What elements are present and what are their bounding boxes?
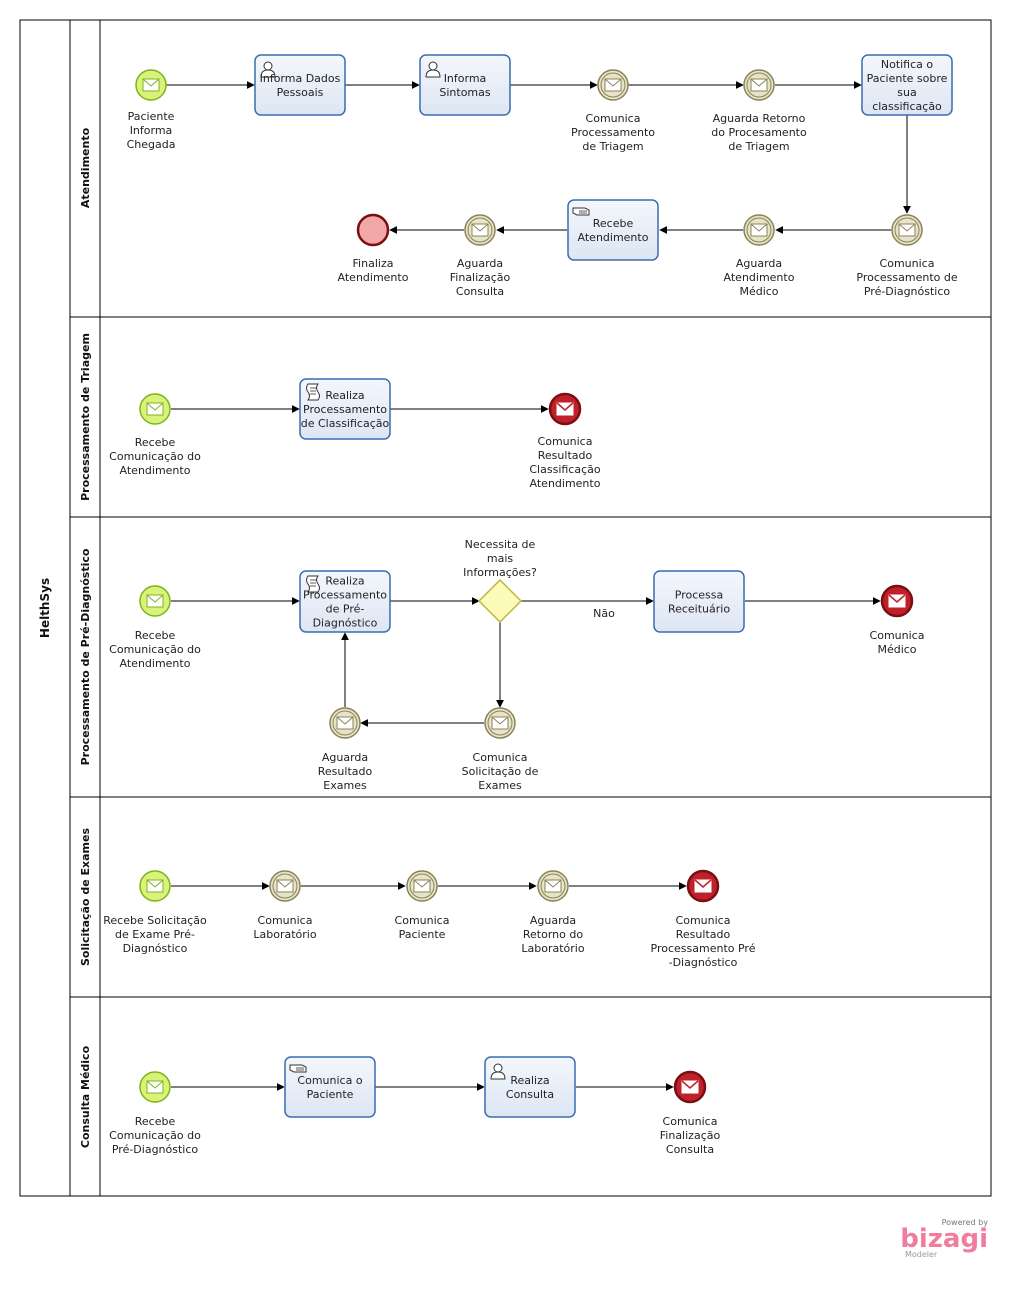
script-task-icon <box>306 383 320 401</box>
bizagi-logo: Powered by bizagi Modeler <box>900 1218 988 1259</box>
lane-atendimento-label: Atendimento <box>79 127 92 208</box>
lanes: Atendimento Processamento de Triagem Pro… <box>70 127 991 1148</box>
user-task-icon <box>425 61 441 78</box>
lane-triagem-label: Processamento de Triagem <box>79 333 92 501</box>
flow-label-nao: Não <box>593 607 615 620</box>
lane-exames-label: Solicitação de Exames <box>79 828 92 966</box>
pool: HelthSys <box>19 19 992 1197</box>
lane-consulta-label: Consulta Médico <box>79 1045 92 1148</box>
branding-name: bizagi <box>900 1224 988 1254</box>
lane-prediagnostico-label: Processamento de Pré-Diagnóstico <box>79 548 92 765</box>
script-task-icon <box>306 575 320 593</box>
manual-task-icon <box>572 207 590 216</box>
branding-product: Modeler <box>905 1250 938 1259</box>
manual-task-icon <box>289 1064 307 1073</box>
branding-powered: Powered by <box>942 1218 989 1227</box>
user-task-icon <box>260 61 276 78</box>
sequence-flows <box>166 81 911 1091</box>
user-task-icon <box>490 1063 506 1080</box>
pool-title: HelthSys <box>38 578 52 638</box>
